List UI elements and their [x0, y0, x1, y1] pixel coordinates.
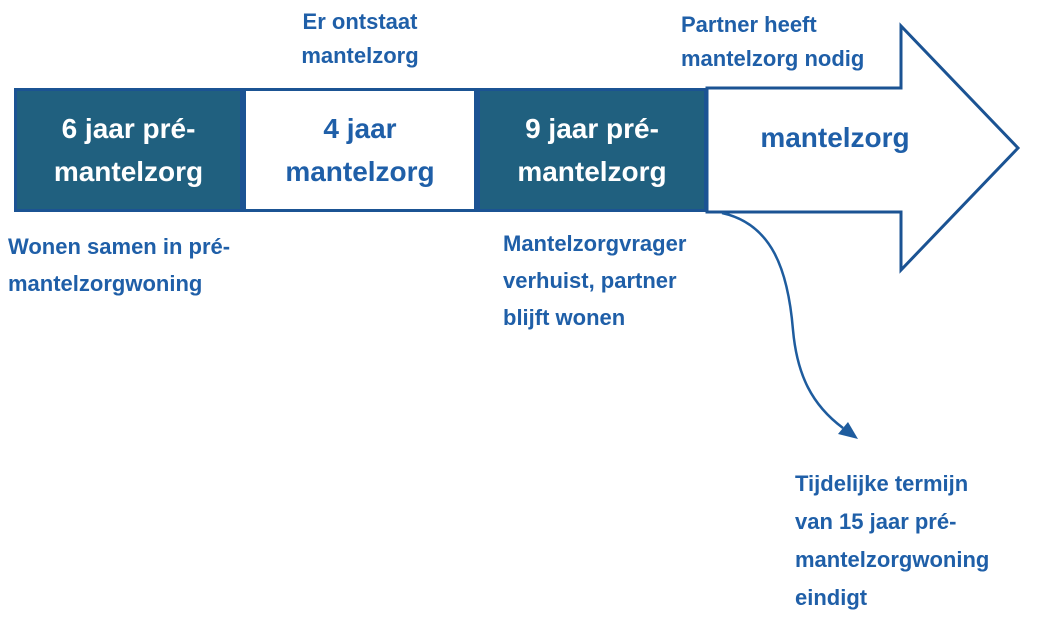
- callout-arrowhead-icon: [838, 422, 858, 439]
- segment-label-line: 4 jaar: [323, 113, 397, 144]
- annotation-tijdelijke-termijn-eindigt: Tijdelijke termijn van 15 jaar pré- mant…: [795, 465, 989, 617]
- annotation-wonen-samen: Wonen samen in pré- mantelzorgwoning: [8, 228, 230, 302]
- segment-box-pre-mantelzorg-9: 9 jaar pré- mantelzorg: [477, 88, 707, 212]
- annotation-line: Partner heeft: [681, 12, 817, 37]
- segment-box-mantelzorg-4: 4 jaar mantelzorg: [243, 88, 477, 212]
- segment-label-line: 6 jaar pré-: [61, 113, 196, 144]
- annotation-line: Tijdelijke termijn: [795, 471, 969, 496]
- annotation-mantelzorgvrager-verhuist: Mantelzorgvrager verhuist, partner blijf…: [503, 225, 686, 336]
- timeline-arrow-shape: [705, 22, 1021, 274]
- callout-curve: [721, 211, 844, 430]
- annotation-partner-heeft-mantelzorg-nodig: Partner heeft mantelzorg nodig: [681, 8, 864, 76]
- annotation-line: eindigt: [795, 585, 868, 610]
- segment-label-line: mantelzorg: [53, 156, 204, 187]
- annotation-line: mantelzorg: [301, 43, 419, 68]
- segment-label-line: mantelzorg: [285, 156, 435, 187]
- annotation-line: mantelzorgwoning: [795, 547, 990, 572]
- annotation-line: Wonen samen in pré-: [8, 234, 231, 259]
- annotation-line: van 15 jaar pré-: [795, 509, 957, 534]
- segment-label-line: 9 jaar pré-: [525, 113, 659, 144]
- annotation-line: mantelzorg nodig: [681, 46, 865, 71]
- annotation-line: verhuist, partner: [503, 268, 677, 293]
- annotation-line: Er ontstaat: [302, 9, 418, 34]
- annotation-line: Mantelzorgvrager: [503, 231, 687, 256]
- annotation-er-ontstaat-mantelzorg: Er ontstaat mantelzorg: [245, 5, 475, 73]
- annotation-line: mantelzorgwoning: [8, 271, 203, 296]
- segment-label-line: mantelzorg: [517, 156, 667, 187]
- arrow-segment-label: mantelzorg: [760, 122, 910, 153]
- annotation-line: blijft wonen: [503, 305, 626, 330]
- segment-box-pre-mantelzorg-6: 6 jaar pré- mantelzorg: [14, 88, 243, 212]
